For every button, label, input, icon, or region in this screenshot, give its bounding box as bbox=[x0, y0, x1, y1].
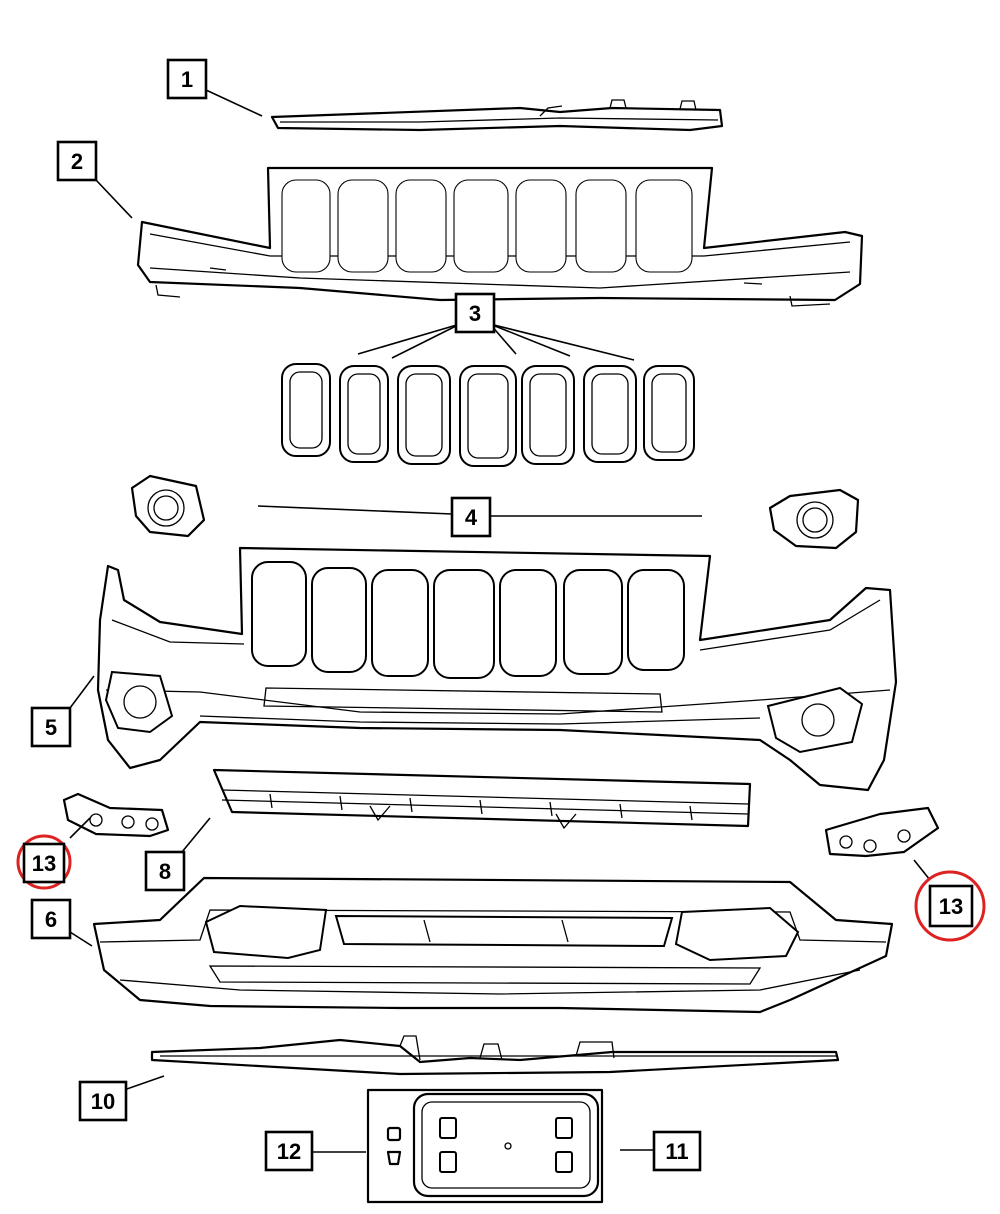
svg-text:2: 2 bbox=[71, 149, 83, 174]
callout-13-left[interactable]: 13 bbox=[22, 842, 66, 884]
svg-text:5: 5 bbox=[45, 715, 57, 740]
part-1-grille-reinforcement bbox=[270, 99, 724, 132]
callout-11[interactable]: 11 bbox=[652, 1130, 702, 1172]
part-4-fog-lamp-bezels bbox=[130, 474, 860, 550]
callout-10[interactable]: 10 bbox=[78, 1080, 128, 1122]
svg-text:13: 13 bbox=[939, 894, 963, 919]
callout-labels: 1 2 3 4 5 6 8 10 bbox=[22, 58, 974, 1172]
callout-8[interactable]: 8 bbox=[144, 850, 186, 892]
leader-lines bbox=[69, 89, 931, 1153]
part-13-bracket-right bbox=[824, 806, 940, 858]
callout-2[interactable]: 2 bbox=[56, 140, 98, 182]
part-3-grille-bezels bbox=[281, 363, 695, 467]
callout-13-right[interactable]: 13 bbox=[928, 884, 974, 928]
svg-text:11: 11 bbox=[665, 1139, 688, 1164]
svg-text:13: 13 bbox=[32, 851, 56, 876]
svg-text:6: 6 bbox=[45, 907, 57, 932]
svg-text:3: 3 bbox=[469, 301, 481, 326]
part-13-bracket-left bbox=[62, 792, 170, 838]
highlight-circle-13-left bbox=[16, 834, 72, 890]
part-12-fasteners bbox=[386, 1126, 402, 1166]
callout-5[interactable]: 5 bbox=[30, 706, 72, 748]
highlight-circle-13-right bbox=[914, 870, 986, 942]
callout-1[interactable]: 1 bbox=[166, 58, 208, 100]
svg-text:1: 1 bbox=[181, 67, 193, 92]
part-2-grille-assembly bbox=[136, 166, 864, 307]
part-10-air-dam bbox=[150, 1035, 840, 1076]
callout-4[interactable]: 4 bbox=[450, 496, 492, 538]
callout-3[interactable]: 3 bbox=[454, 292, 496, 334]
part-8-lower-grille bbox=[212, 768, 752, 830]
callout-6[interactable]: 6 bbox=[30, 898, 72, 940]
part-6-lower-fascia bbox=[92, 876, 894, 1014]
svg-text:8: 8 bbox=[159, 859, 171, 884]
grille-mesh-openings bbox=[281, 179, 693, 273]
svg-text:4: 4 bbox=[465, 505, 478, 530]
part-5-bumper-fascia bbox=[96, 546, 898, 792]
svg-text:12: 12 bbox=[277, 1139, 301, 1164]
svg-text:10: 10 bbox=[91, 1089, 115, 1114]
highlight-circles bbox=[16, 834, 986, 942]
callout-12[interactable]: 12 bbox=[264, 1130, 314, 1172]
part-11-license-plate-bracket bbox=[366, 1088, 604, 1204]
